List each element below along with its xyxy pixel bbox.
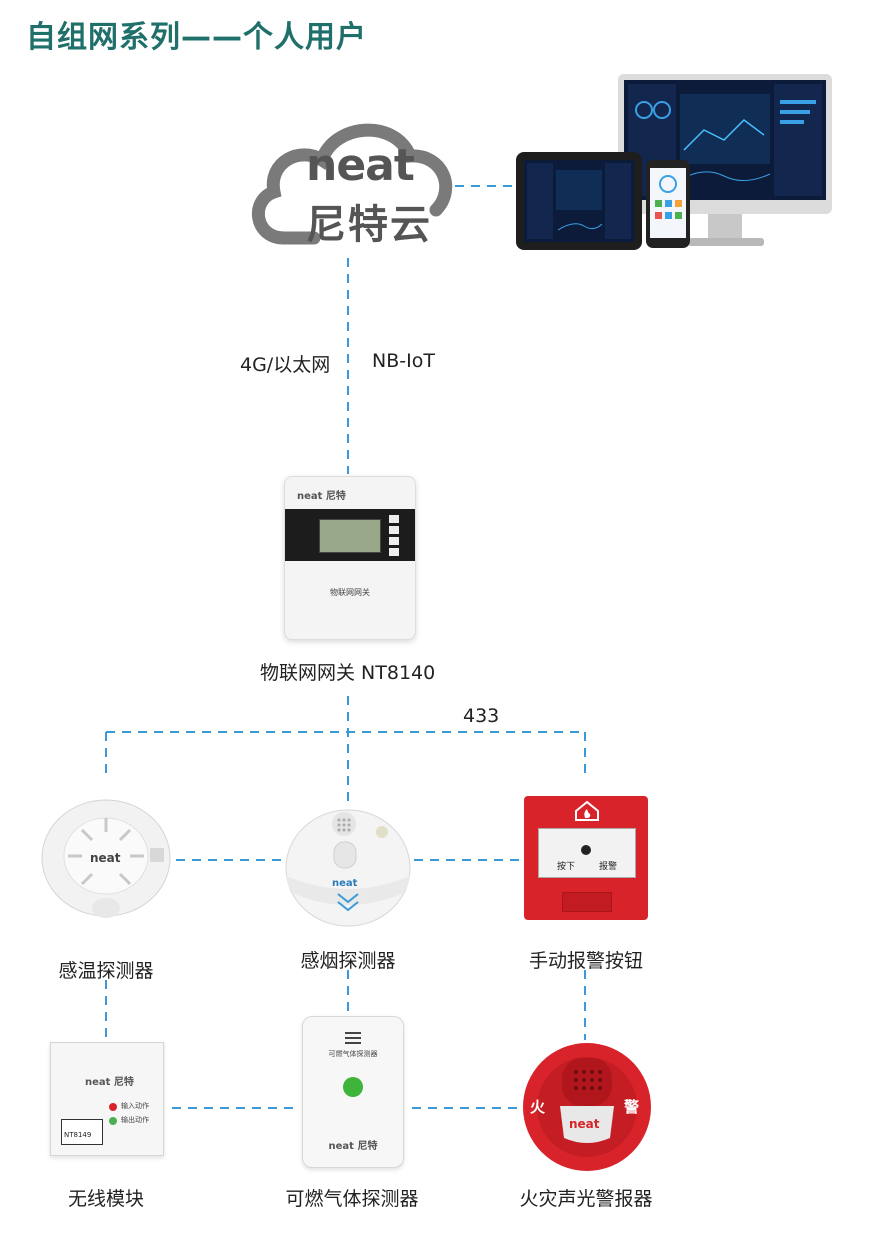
sounder-char-fire: 火 [530,1098,546,1116]
svg-text:neat: neat [90,851,121,865]
button-text-press: 按下 [557,862,576,872]
heat-detector-label: 感温探测器 [58,960,154,982]
module-model: NT8149 [64,1131,92,1139]
module-model-sticker: NT8149 [61,1119,103,1145]
module-brand: neat 尼特 [85,1077,134,1088]
gas-brand: neat 尼特 [328,1141,378,1152]
button-text-alarm: 报警 [599,862,618,872]
button-bottom-slot [562,892,612,912]
manual-button-label: 手动报警按钮 [528,950,643,972]
cloud-name-text: 尼特云 [306,202,432,248]
phone-frame [646,160,690,248]
gateway-button[interactable] [389,515,399,523]
module-led-input-icon [109,1103,117,1111]
button-window[interactable]: 按下 报警 [538,828,636,878]
gateway-lcd [319,519,381,553]
smoke-detector-icon: neat [285,809,411,927]
tablet-frame [516,152,642,250]
uplink-4g-ethernet-label: 4G/以太网 [240,354,331,376]
tablet-screen [524,160,634,242]
module-led-output-icon [109,1117,117,1125]
gateway-button[interactable] [389,526,399,534]
gas-detector: 可燃气体探测器 neat 尼特 [302,1016,404,1168]
gas-panel-title: 可燃气体探测器 [328,1050,378,1058]
gas-detector-label: 可燃气体探测器 [285,1188,419,1210]
gateway-button[interactable] [389,548,399,556]
neat-cloud-logo: neat 尼特云 [244,100,454,250]
phone-screen [650,168,686,238]
wireless-433-label: 433 [463,705,500,727]
module-led-input-label: 输入动作 [121,1102,149,1110]
cloud-brand-text: neat [306,140,415,191]
smoke-detector-label: 感烟探测器 [300,950,396,972]
gateway-label: 物联网网关 NT8140 [260,662,436,684]
wireless-module: neat 尼特 输入动作 输出动作 NT8149 [50,1042,164,1156]
heat-detector-icon: neat [41,799,171,918]
sounder-icon: neat [523,1043,651,1171]
wireless-module-label: 无线模块 [67,1188,144,1210]
gateway-panel-text: 物联网网关 [330,588,370,597]
platform-screens [512,72,834,258]
manual-alarm-button: 按下 报警 [524,796,648,920]
button-dot-icon [581,845,591,855]
gateway-device: neat 尼特 物联网网关 [284,476,416,640]
monitor-base [688,238,764,246]
page-title: 自组网系列——个人用户 [26,20,367,55]
gateway-panel [285,509,415,561]
tablet-dashboard-icon [527,163,631,239]
svg-text:neat: neat [569,1117,600,1131]
uplink-nbiot-label: NB-IoT [372,350,435,372]
app-icon [655,175,682,219]
monitor-stand [708,214,742,240]
cloud-icon [252,123,453,245]
fire-sounder: neat 火 警 [520,1040,654,1174]
smoke-detector: neat [282,806,414,930]
svg-text:neat: neat [332,878,358,889]
gateway-brand: neat 尼特 [297,491,346,502]
heat-detector: neat [38,796,176,920]
house-fire-icon [575,800,599,821]
sounder-char-alarm: 警 [624,1098,640,1116]
gas-status-led-icon [343,1077,363,1097]
vent-icon [345,1032,361,1044]
gateway-button[interactable] [389,537,399,545]
fire-sounder-label: 火灾声光警报器 [519,1188,653,1210]
module-led-output-label: 输出动作 [121,1116,149,1124]
